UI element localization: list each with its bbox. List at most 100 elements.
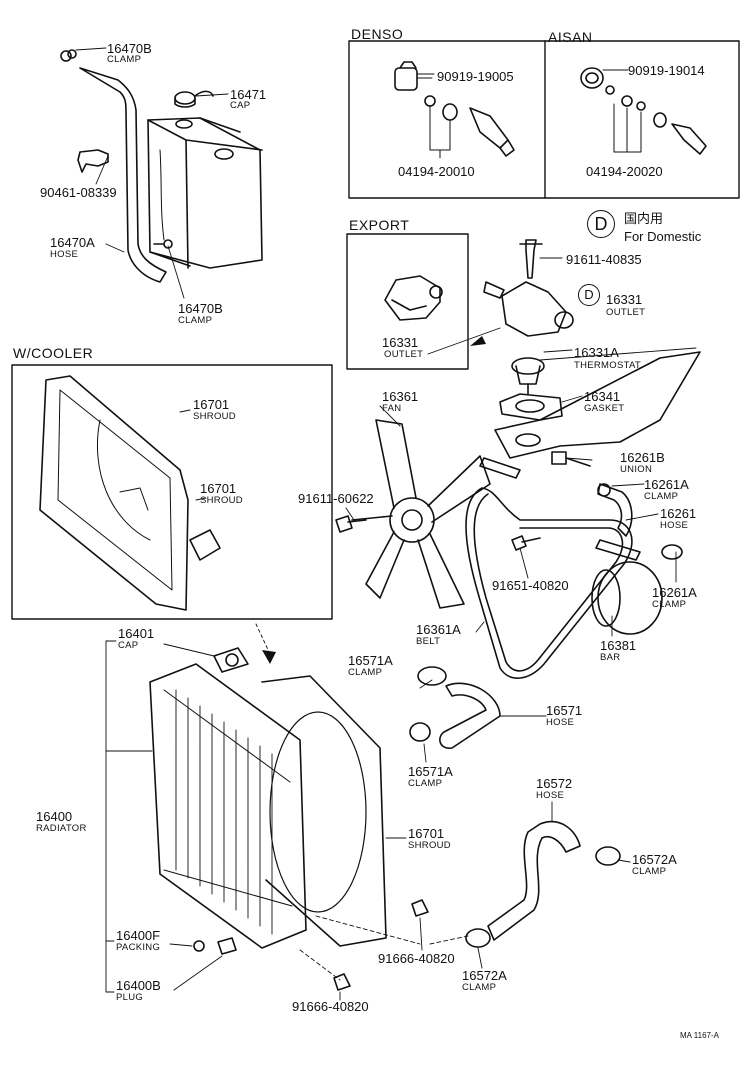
part-name: GASKET	[584, 403, 625, 414]
part-name: CLAMP	[348, 667, 383, 678]
part-number: 16261	[660, 506, 697, 521]
part-number: 16470B	[107, 41, 152, 56]
clamp-16470B-bot-part	[153, 239, 173, 249]
cooling-fan	[351, 419, 491, 609]
part-number: 16261A	[652, 585, 697, 600]
aisan-sensor-parts	[580, 67, 707, 155]
part-number: 16701	[200, 481, 237, 496]
part-number: 16571A	[348, 653, 393, 668]
part-name: CLAMP	[632, 866, 667, 877]
outlet-domestic-mark-icon: D	[578, 284, 600, 306]
part-number: 91611-40835	[566, 252, 642, 267]
part-name: SHROUD	[200, 495, 243, 506]
part-number: 16261B	[620, 450, 665, 465]
part-number: 16331	[382, 335, 419, 350]
sensor-box	[348, 40, 740, 199]
part-number: 16361	[382, 389, 419, 404]
part-number: 16572A	[462, 968, 507, 983]
part-name: CLAMP	[408, 778, 443, 789]
bypass-hose	[597, 483, 633, 537]
part-name: SHROUD	[193, 411, 236, 422]
part-name: CLAMP	[462, 982, 497, 993]
part-number: 16381	[600, 638, 637, 653]
diagram-reference: MA 1167-A	[680, 1031, 719, 1040]
part-number: 16701	[408, 826, 445, 841]
domestic-english: For Domestic	[624, 229, 702, 244]
heading-w-cooler: W/COOLER	[13, 345, 94, 361]
part-number: 16331	[606, 292, 643, 307]
bolt-91651	[511, 535, 541, 551]
part-number: 16571A	[408, 764, 453, 779]
part-name: CLAMP	[644, 491, 679, 502]
part-number: 90919-19005	[437, 69, 514, 84]
part-name: SHROUD	[408, 840, 451, 851]
part-number: 16470A	[50, 235, 95, 250]
part-number: 16572	[536, 776, 573, 791]
part-name: PACKING	[116, 942, 161, 953]
radiator-shroud	[261, 675, 387, 947]
part-number: 16400B	[116, 978, 161, 993]
part-number: 16341	[584, 389, 621, 404]
part-number: 16572A	[632, 852, 677, 867]
part-number: 91651-40820	[492, 578, 569, 593]
fan-bolt	[335, 515, 367, 533]
heading-export: EXPORT	[349, 217, 410, 233]
part-number: 16261A	[644, 477, 689, 492]
reservoir-cap	[174, 90, 214, 108]
part-name: CLAMP	[652, 599, 687, 610]
part-name: CLAMP	[107, 54, 142, 65]
part-name: CAP	[118, 640, 139, 651]
overflow-hose	[79, 67, 167, 283]
part-number: 16401	[118, 626, 155, 641]
radiator	[149, 647, 307, 949]
alternator	[591, 539, 663, 635]
domestic-japanese: 国内用	[624, 211, 664, 226]
arrows	[262, 336, 486, 664]
part-number: 16400F	[116, 928, 161, 943]
part-number: 04194-20020	[586, 164, 663, 179]
clamp-16261A-bottom-part	[661, 544, 683, 560]
water-pump-housing	[479, 351, 701, 479]
part-name: BAR	[600, 652, 621, 663]
upper-hose	[409, 666, 501, 749]
part-number: 04194-20010	[398, 164, 475, 179]
leader-lines	[75, 47, 697, 1001]
heading-aisan: AISAN	[548, 29, 593, 45]
part-number: 91666-40820	[292, 999, 369, 1014]
part-name: THERMOSTAT	[574, 360, 642, 371]
denso-sensor-parts	[394, 61, 515, 159]
part-name: FAN	[382, 403, 402, 414]
part-name: PLUG	[116, 992, 144, 1003]
part-number: 16361A	[416, 622, 461, 637]
part-name: OUTLET	[384, 349, 424, 360]
shroud-bolts	[333, 899, 429, 991]
w-cooler-box	[11, 364, 333, 620]
part-number: 16400	[36, 809, 73, 824]
hose-bracket	[77, 149, 109, 173]
part-number: 91666-40820	[378, 951, 455, 966]
part-number: 91611-60622	[298, 491, 374, 506]
part-number: 16331A	[574, 345, 619, 360]
lower-hose	[465, 821, 621, 948]
clamp-16470B-top-part	[60, 49, 77, 62]
heading-denso: DENSO	[351, 26, 404, 42]
part-name: RADIATOR	[36, 823, 87, 834]
drive-belt	[465, 487, 633, 679]
water-outlet	[483, 239, 574, 337]
part-number: 16470B	[178, 301, 223, 316]
thermostat	[511, 357, 545, 395]
part-name: HOSE	[50, 249, 79, 260]
part-name: OUTLET	[606, 307, 646, 318]
part-name: CAP	[230, 100, 251, 111]
part-name: HOSE	[536, 790, 565, 801]
part-number: 90919-19014	[628, 63, 705, 78]
union	[551, 451, 591, 467]
reservoir-tank	[147, 117, 263, 269]
part-number: 16471	[230, 87, 267, 102]
gasket	[499, 393, 563, 421]
part-number: 16701	[193, 397, 230, 412]
part-name: CLAMP	[178, 315, 213, 326]
part-number: 90461-08339	[40, 185, 117, 200]
part-number: 16571	[546, 703, 583, 718]
